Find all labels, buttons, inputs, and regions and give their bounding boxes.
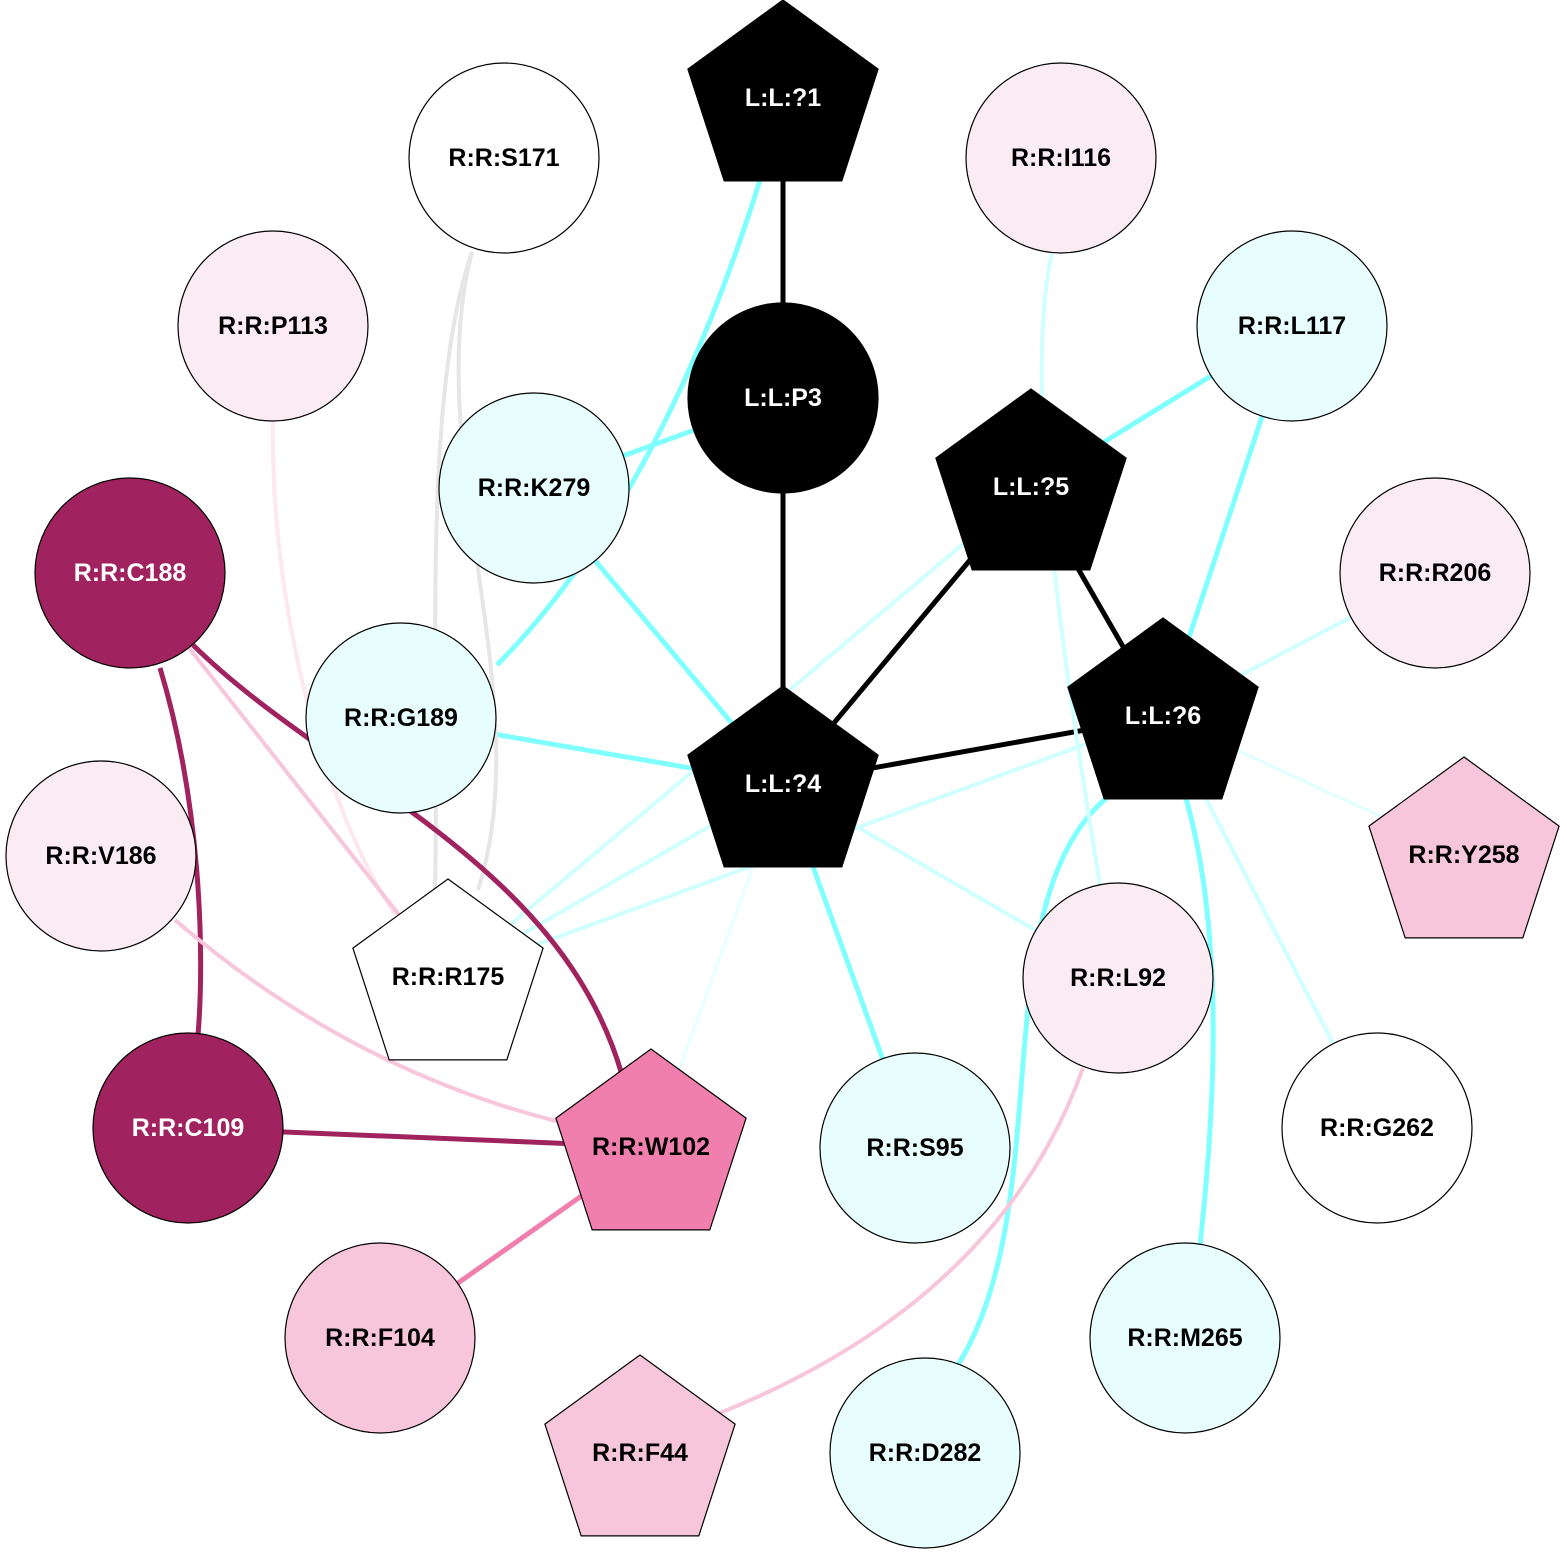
node-circle [1089, 1242, 1281, 1434]
node-s171[interactable]: R:R:S171 [408, 62, 600, 254]
node-label: R:R:S95 [866, 1134, 963, 1162]
node-pentagon [544, 1354, 736, 1537]
edge-p113-r175 [270, 419, 397, 917]
node-p3[interactable]: L:L:P3 [687, 302, 879, 494]
node-label: R:R:K279 [478, 474, 591, 502]
node-label: L:L:P3 [744, 384, 822, 412]
node-circle [687, 302, 879, 494]
node-label: R:R:P113 [218, 312, 328, 340]
node-label: R:R:F44 [592, 1439, 688, 1467]
node-circle [1196, 230, 1388, 422]
node-circle [305, 622, 497, 814]
node-pentagon [687, 0, 879, 182]
node-label: R:R:D282 [869, 1439, 982, 1467]
node-label: R:R:G262 [1320, 1114, 1434, 1142]
edge-v186-w102 [173, 918, 561, 1124]
node-label: R:R:Y258 [1408, 841, 1519, 869]
node-pentagon [687, 685, 879, 868]
node-label: R:R:I116 [1011, 144, 1111, 172]
node-pentagon [555, 1048, 747, 1231]
node-label: L:L:?4 [745, 770, 821, 798]
edge-l92-f44 [719, 1067, 1085, 1415]
node-circle [1022, 882, 1214, 1074]
node-i116[interactable]: R:R:I116 [965, 62, 1157, 254]
node-circle [34, 477, 226, 669]
node-label: R:R:L117 [1238, 312, 1346, 340]
node-label: L:L:?6 [1125, 702, 1201, 730]
node-label: R:R:S171 [448, 144, 559, 172]
node-s95[interactable]: R:R:S95 [819, 1052, 1011, 1244]
node-m265[interactable]: R:R:M265 [1089, 1242, 1281, 1434]
node-g262[interactable]: R:R:G262 [1281, 1032, 1473, 1224]
node-circle [1281, 1032, 1473, 1224]
edge-s171-r175b [456, 251, 499, 891]
node-label: R:R:V186 [45, 842, 156, 870]
node-circle [819, 1052, 1011, 1244]
node-l4[interactable]: L:L:?4 [687, 685, 879, 868]
node-label: L:L:?5 [993, 473, 1069, 501]
edge-l1-g189 [495, 179, 763, 667]
edge-l6-d282 [955, 793, 1112, 1367]
node-circle [438, 392, 630, 584]
node-l5[interactable]: L:L:?5 [935, 388, 1127, 571]
edge-c188-c109 [157, 667, 204, 1036]
node-l6[interactable]: L:L:?6 [1067, 617, 1259, 800]
node-circle [5, 760, 197, 952]
node-r175[interactable]: R:R:R175 [352, 878, 544, 1061]
node-pentagon [1067, 617, 1259, 800]
node-p113[interactable]: R:R:P113 [177, 230, 369, 422]
node-label: L:L:?1 [745, 84, 821, 112]
node-r206[interactable]: R:R:R206 [1339, 477, 1531, 669]
node-circle [965, 62, 1157, 254]
node-label: R:R:C188 [74, 559, 187, 587]
node-label: R:R:G189 [344, 704, 458, 732]
node-circle [829, 1357, 1021, 1549]
node-y258[interactable]: R:R:Y258 [1368, 756, 1560, 939]
node-circle [177, 230, 369, 422]
node-c109[interactable]: R:R:C109 [92, 1032, 284, 1224]
node-l1[interactable]: L:L:?1 [687, 0, 879, 182]
node-w102[interactable]: R:R:W102 [555, 1048, 747, 1231]
node-pentagon [1368, 756, 1560, 939]
node-g189[interactable]: R:R:G189 [305, 622, 497, 814]
node-label: R:R:F104 [325, 1324, 435, 1352]
node-circle [284, 1242, 476, 1434]
node-label: R:R:R175 [392, 963, 505, 991]
node-label: R:R:L92 [1070, 964, 1166, 992]
node-d282[interactable]: R:R:D282 [829, 1357, 1021, 1549]
node-label: R:R:C109 [132, 1114, 245, 1142]
node-circle [92, 1032, 284, 1224]
node-l117[interactable]: R:R:L117 [1196, 230, 1388, 422]
node-label: R:R:M265 [1127, 1324, 1242, 1352]
node-f44[interactable]: R:R:F44 [544, 1354, 736, 1537]
node-label: R:R:W102 [592, 1133, 710, 1161]
node-k279[interactable]: R:R:K279 [438, 392, 630, 584]
edge-l6-m265 [1182, 794, 1216, 1247]
node-c188[interactable]: R:R:C188 [34, 477, 226, 669]
node-l92[interactable]: R:R:L92 [1022, 882, 1214, 1074]
node-f104[interactable]: R:R:F104 [284, 1242, 476, 1434]
edge-c188-w102 [191, 643, 625, 1076]
node-circle [408, 62, 600, 254]
node-v186[interactable]: R:R:V186 [5, 760, 197, 952]
node-label: R:R:R206 [1379, 559, 1492, 587]
node-pentagon [352, 878, 544, 1061]
node-circle [1339, 477, 1531, 669]
node-pentagon [935, 388, 1127, 571]
